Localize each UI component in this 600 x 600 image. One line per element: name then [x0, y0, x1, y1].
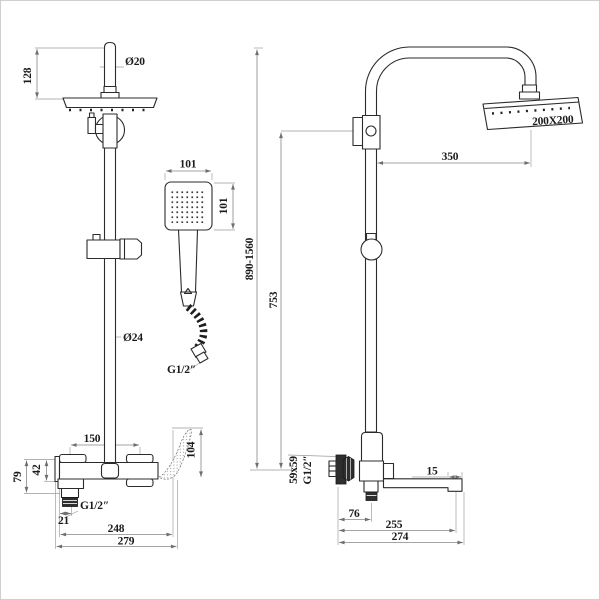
label-hand-shower-width: 101	[180, 159, 197, 171]
label-column-diameter: Ø24	[123, 332, 143, 344]
label-150: 150	[84, 433, 101, 445]
front-outlet-nut	[62, 497, 78, 507]
side-wall-bracket	[352, 114, 381, 150]
side-outlet-nut	[365, 491, 378, 501]
side-mixer-valve	[328, 431, 463, 501]
label-15: 15	[426, 466, 438, 478]
front-dimension-lines	[24, 47, 235, 549]
front-slider-holder	[86, 233, 143, 260]
side-view: 200X200 350 890-1560 753 59x59 G1/2″ 15 …	[244, 46, 584, 545]
side-hex-nut	[342, 456, 355, 482]
label-21: 21	[58, 515, 70, 527]
label-hand-shower-height: 101	[218, 197, 230, 214]
label-79: 79	[12, 471, 24, 483]
front-mixer-valve	[54, 428, 193, 507]
front-overhead-shower	[62, 41, 158, 112]
side-slider-knob	[360, 232, 383, 261]
label-274: 274	[392, 531, 409, 543]
side-tub-spout	[382, 478, 463, 492]
side-column-and-gooseneck	[364, 46, 537, 433]
side-inlet-stub	[328, 460, 337, 478]
front-column-pipe	[103, 147, 117, 464]
label-flange-size: 59x59	[288, 456, 300, 484]
label-279: 279	[118, 536, 135, 548]
label-350: 350	[442, 151, 459, 163]
label-76: 76	[348, 508, 360, 520]
label-head-size: 200X200	[532, 114, 575, 129]
label-128: 128	[22, 67, 34, 84]
label-248: 248	[108, 523, 125, 535]
label-head-pipe-diameter: Ø20	[125, 56, 145, 68]
front-handle-lever	[158, 428, 193, 480]
front-diverter-valve	[87, 112, 126, 149]
label-outlet-thread: G1/2″	[80, 500, 109, 512]
side-overhead-shower-head	[482, 84, 584, 131]
label-255: 255	[386, 519, 403, 531]
label-inlet-thread: G1/2″	[302, 456, 314, 485]
label-104: 104	[186, 441, 198, 458]
side-dimension-lines	[250, 47, 532, 545]
front-hand-shower	[164, 181, 213, 364]
label-height-range: 890-1560	[244, 237, 256, 280]
label-42: 42	[31, 464, 43, 476]
front-view: Ø20 128 101 101 Ø24 G1/2″ 150 42 79 21 G…	[12, 41, 235, 549]
label-753: 753	[268, 291, 280, 308]
label-hose-thread: G1/2″	[167, 364, 196, 376]
